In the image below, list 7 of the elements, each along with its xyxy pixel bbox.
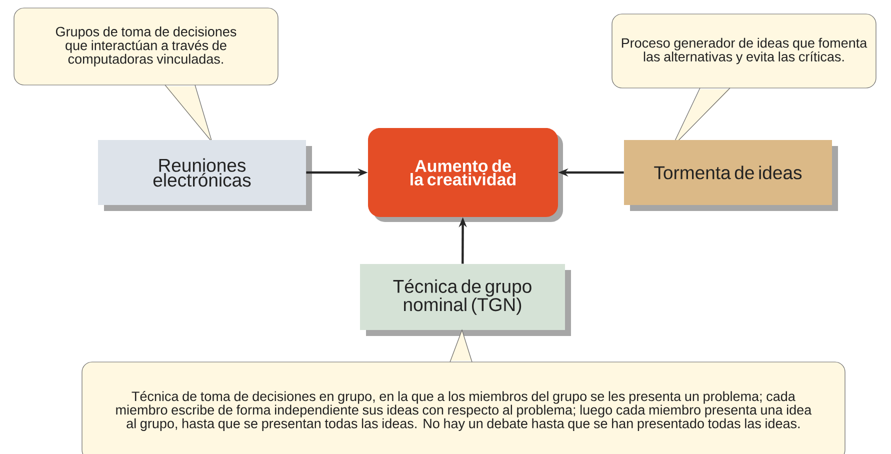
concept-box: Reuniones electrónicas (98, 140, 312, 211)
speech-bubble: Técnica de toma de decisiones en grupo, en la que a los miembros del grupo se les presenta un problema; cada miembro escribe de forma independiente sus ideas con respecto al problema; luego cada miembro presenta una idea al grupo, hasta que se presentan todas las ideas. No hay un debate hasta que se han presentado todas las ideas. (82, 329, 846, 454)
concept-box: Técnica de grupo nominal (TGN) (360, 264, 571, 336)
concept-box: Tormenta de ideas (624, 140, 838, 211)
speech-bubble: Proceso generador de ideas que fomenta las alternativas y evita las críticas. (612, 14, 876, 148)
result-box: Aumento de la creatividad (368, 128, 563, 222)
speech-bubble: Grupos de toma de decisiones que interactúan a través de computadoras vinculadas. (14, 8, 278, 144)
